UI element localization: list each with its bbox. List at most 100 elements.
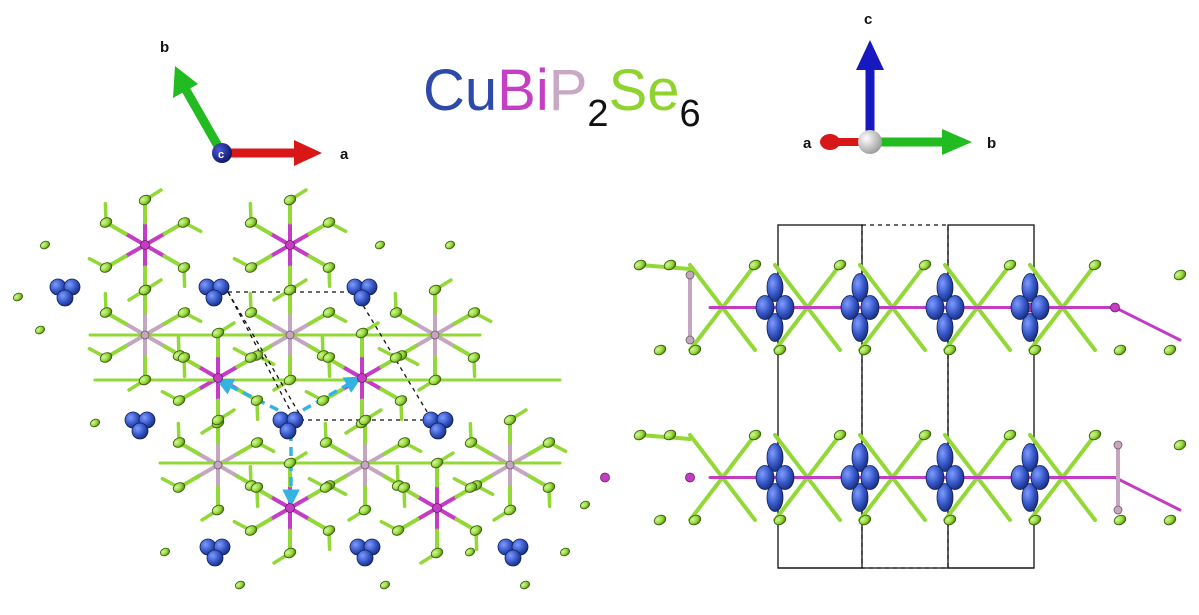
se-atom [943, 514, 957, 526]
left-axis-b-arrow [173, 66, 227, 158]
se-atom [99, 262, 113, 273]
se-atom [177, 307, 191, 318]
right-axis-b-label: b [987, 135, 996, 152]
bi-atom [285, 503, 295, 513]
se-atom [39, 240, 51, 250]
side-cu-atom [851, 313, 869, 342]
p-atom [505, 460, 515, 470]
se-atom [172, 482, 186, 493]
se-atom [688, 514, 702, 526]
se-atom [467, 352, 481, 363]
side-cu-atom [925, 465, 945, 490]
side-cu-atom [755, 465, 775, 490]
side-cu-atom [766, 483, 784, 512]
cu-atom [205, 289, 223, 307]
cu-atom [353, 289, 371, 307]
se-atom [1113, 514, 1127, 526]
side-cu-atom [1021, 273, 1039, 302]
cu-atom [429, 422, 447, 440]
se-atom [12, 292, 24, 302]
p-atom [360, 460, 370, 470]
se-atom [234, 580, 246, 590]
ab-plane-projection [12, 188, 591, 590]
formula-bi: Bi [497, 58, 549, 123]
ab-plane-bonds [87, 188, 568, 565]
se-atom [177, 352, 191, 363]
se-atom [322, 307, 336, 318]
left-axis-c-dot [212, 143, 232, 163]
se-atom [379, 580, 391, 590]
se-atom [1003, 259, 1017, 271]
se-atom [389, 352, 403, 363]
side-cu-atom [851, 483, 869, 512]
cu-site [497, 538, 529, 567]
se-atom [177, 217, 191, 228]
side-cu-atom [840, 295, 860, 320]
right-axis-c-label: c [864, 11, 872, 28]
se-atom [322, 525, 336, 536]
side-bi-bond [1113, 306, 1182, 342]
right-axis-a-label: a [803, 135, 812, 152]
se-atom [283, 374, 297, 386]
side-cu-atom [925, 295, 945, 320]
side-cu-atom [840, 465, 860, 490]
side-cu-atom [1010, 295, 1030, 320]
se-atom [138, 284, 152, 296]
se-atom [1113, 344, 1127, 356]
left-axis-a-arrow [217, 140, 322, 166]
se-atom [159, 547, 171, 557]
se-atom [355, 327, 369, 339]
se-atom [633, 429, 647, 441]
se-atom [99, 307, 113, 318]
se-atom [833, 429, 847, 441]
se-atom [663, 429, 677, 441]
side-view-atoms [600, 259, 1187, 526]
p-atom [1113, 440, 1123, 450]
cu-migration-arrow [302, 376, 363, 412]
side-cu-atom [1030, 295, 1050, 320]
se-atom [283, 284, 297, 296]
p-atom [213, 460, 223, 470]
se-atom [244, 525, 258, 536]
left-axis-b-label: b [160, 39, 169, 56]
side-unit-cell [777, 224, 863, 569]
se-atom [316, 395, 330, 406]
se-atom [172, 437, 186, 448]
formula-se: Se [609, 58, 680, 123]
compound-formula: CuBiP2Se6 [423, 58, 701, 135]
bi-atom [432, 503, 442, 513]
se-atom [358, 414, 372, 426]
se-atom [469, 525, 483, 536]
se-atom [244, 217, 258, 228]
se-atom [177, 262, 191, 273]
se-atom [1163, 344, 1177, 356]
se-atom [1173, 269, 1187, 281]
cu-site [349, 538, 381, 567]
cu-site [422, 411, 454, 440]
side-cu-atom [1021, 443, 1039, 472]
bi-atom [600, 472, 610, 483]
se-atom [430, 457, 444, 469]
se-atom [653, 514, 667, 526]
se-atom [519, 580, 531, 590]
se-atom [172, 395, 186, 406]
p-atom [430, 330, 440, 340]
se-atom [858, 514, 872, 526]
right-axis-c-arrow [856, 40, 884, 140]
se-atom [542, 437, 556, 448]
se-atom [663, 259, 677, 271]
bi-atom [285, 240, 295, 250]
unit-cell-edge [227, 291, 304, 421]
bi-atom [685, 472, 695, 483]
se-atom [1003, 429, 1017, 441]
se-atom [1173, 439, 1187, 451]
side-bi-bond [1113, 476, 1182, 512]
se-atom [391, 525, 405, 536]
se-atom [319, 482, 333, 493]
se-atom [1028, 514, 1042, 526]
se-atom [244, 352, 258, 363]
se-atom [428, 284, 442, 296]
se-atom [250, 395, 264, 406]
side-cu-atom [860, 295, 880, 320]
se-atom [464, 437, 478, 448]
